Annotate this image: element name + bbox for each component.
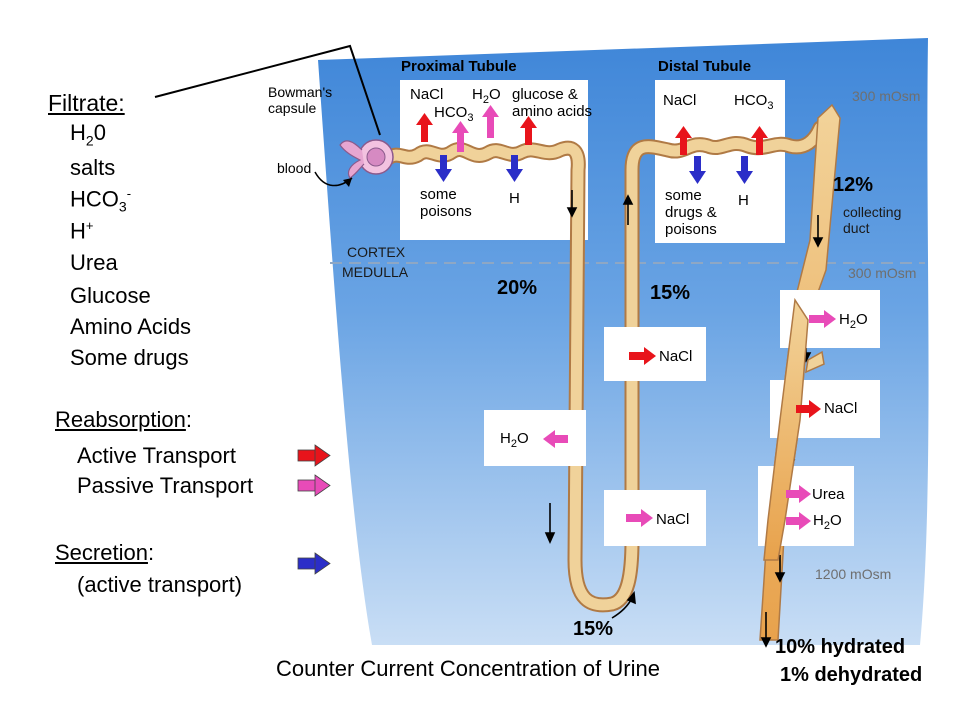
dist-hco3-label: HCO3: [734, 92, 774, 112]
osm-300-mid: 300 mOsm: [848, 265, 917, 281]
distal-transport-arrows: [675, 126, 768, 184]
filtrate-item-urea: Urea: [70, 250, 118, 275]
passive-transport-label: Passive Transport: [77, 473, 254, 498]
prox-poisons-label: some poisons: [420, 186, 472, 220]
box-nacl-3-label: NaCl: [824, 400, 858, 417]
secretion-title: Secretion:: [55, 540, 155, 565]
osm-1200-bottom: 1200 mOsm: [815, 566, 892, 582]
active-transport-label: Active Transport: [77, 443, 236, 468]
percent-12: 12%: [833, 174, 874, 196]
medulla-label: MEDULLA: [342, 264, 409, 280]
prox-hco3-label: HCO3: [434, 104, 474, 124]
box-nacl-1: [604, 327, 706, 381]
cortex-label: CORTEX: [347, 244, 406, 260]
distal-label-box: [655, 80, 785, 243]
filtrate-item-h-plus: H+: [70, 218, 94, 244]
prox-glucose-label: glucose & amino acids: [512, 86, 593, 120]
prox-nacl-label: NaCl: [410, 86, 444, 103]
percent-15-top: 15%: [650, 282, 691, 304]
dist-drugs-label: some drugs & poisons: [665, 187, 717, 238]
filtrate-item-some-drugs: Some drugs: [70, 345, 189, 370]
reabsorption-title: Reabsorption:: [55, 407, 192, 432]
proximal-transport-arrows: [416, 105, 537, 182]
box-h2o-left: [484, 410, 586, 466]
glomerulus-shape: [366, 147, 386, 167]
box-nacl-1-label: NaCl: [659, 348, 693, 365]
collecting-duct-branch-2: [805, 350, 825, 374]
osm-300-top: 300 mOsm: [852, 88, 921, 104]
prox-h2o-label: H2O: [472, 86, 501, 106]
legend-arrows: [297, 444, 331, 575]
blood-label: blood: [277, 160, 312, 176]
box-nacl-2: [604, 490, 706, 546]
box-urea-label: Urea: [812, 486, 845, 503]
filtrate-item-salts: salts: [70, 155, 116, 180]
filtrate-pointer-line: [154, 44, 381, 136]
box-h2o-left-label: H2O: [500, 430, 529, 450]
afferent-vessel: [339, 140, 365, 179]
prox-h-label: H: [509, 190, 520, 207]
collecting-duct-label: collecting duct: [843, 204, 902, 236]
filtrate-item-hco3: HCO3-: [70, 186, 132, 215]
box-h2o-bottom-label: H2O: [813, 512, 842, 532]
percent-20: 20%: [497, 277, 538, 299]
dist-h-label: H: [738, 192, 749, 209]
filtrate-item-h2o: H20: [70, 120, 106, 149]
box-h2o-right-label: H2O: [839, 311, 868, 331]
secretion-sub-label: (active transport): [77, 572, 243, 597]
result-hydrated: 10% hydrated: [775, 636, 906, 658]
diagram-caption: Counter Current Concentration of Urine: [276, 656, 660, 681]
distal-tubule-title: Distal Tubule: [658, 58, 752, 75]
filtrate-item-glucose: Glucose: [70, 283, 151, 308]
result-dehydrated: 1% dehydrated: [780, 664, 923, 686]
dist-nacl-label: NaCl: [663, 92, 697, 109]
bowmans-capsule-label: Bowman's capsule: [268, 84, 333, 116]
filtrate-item-amino-acids: Amino Acids: [70, 314, 192, 339]
percent-15-bottom: 15%: [573, 618, 614, 640]
medulla-transport-arrows: [543, 310, 836, 530]
proximal-tubule-title: Proximal Tubule: [401, 58, 517, 75]
filtrate-title: Filtrate:: [48, 90, 125, 116]
box-nacl-2-label: NaCl: [656, 511, 690, 528]
